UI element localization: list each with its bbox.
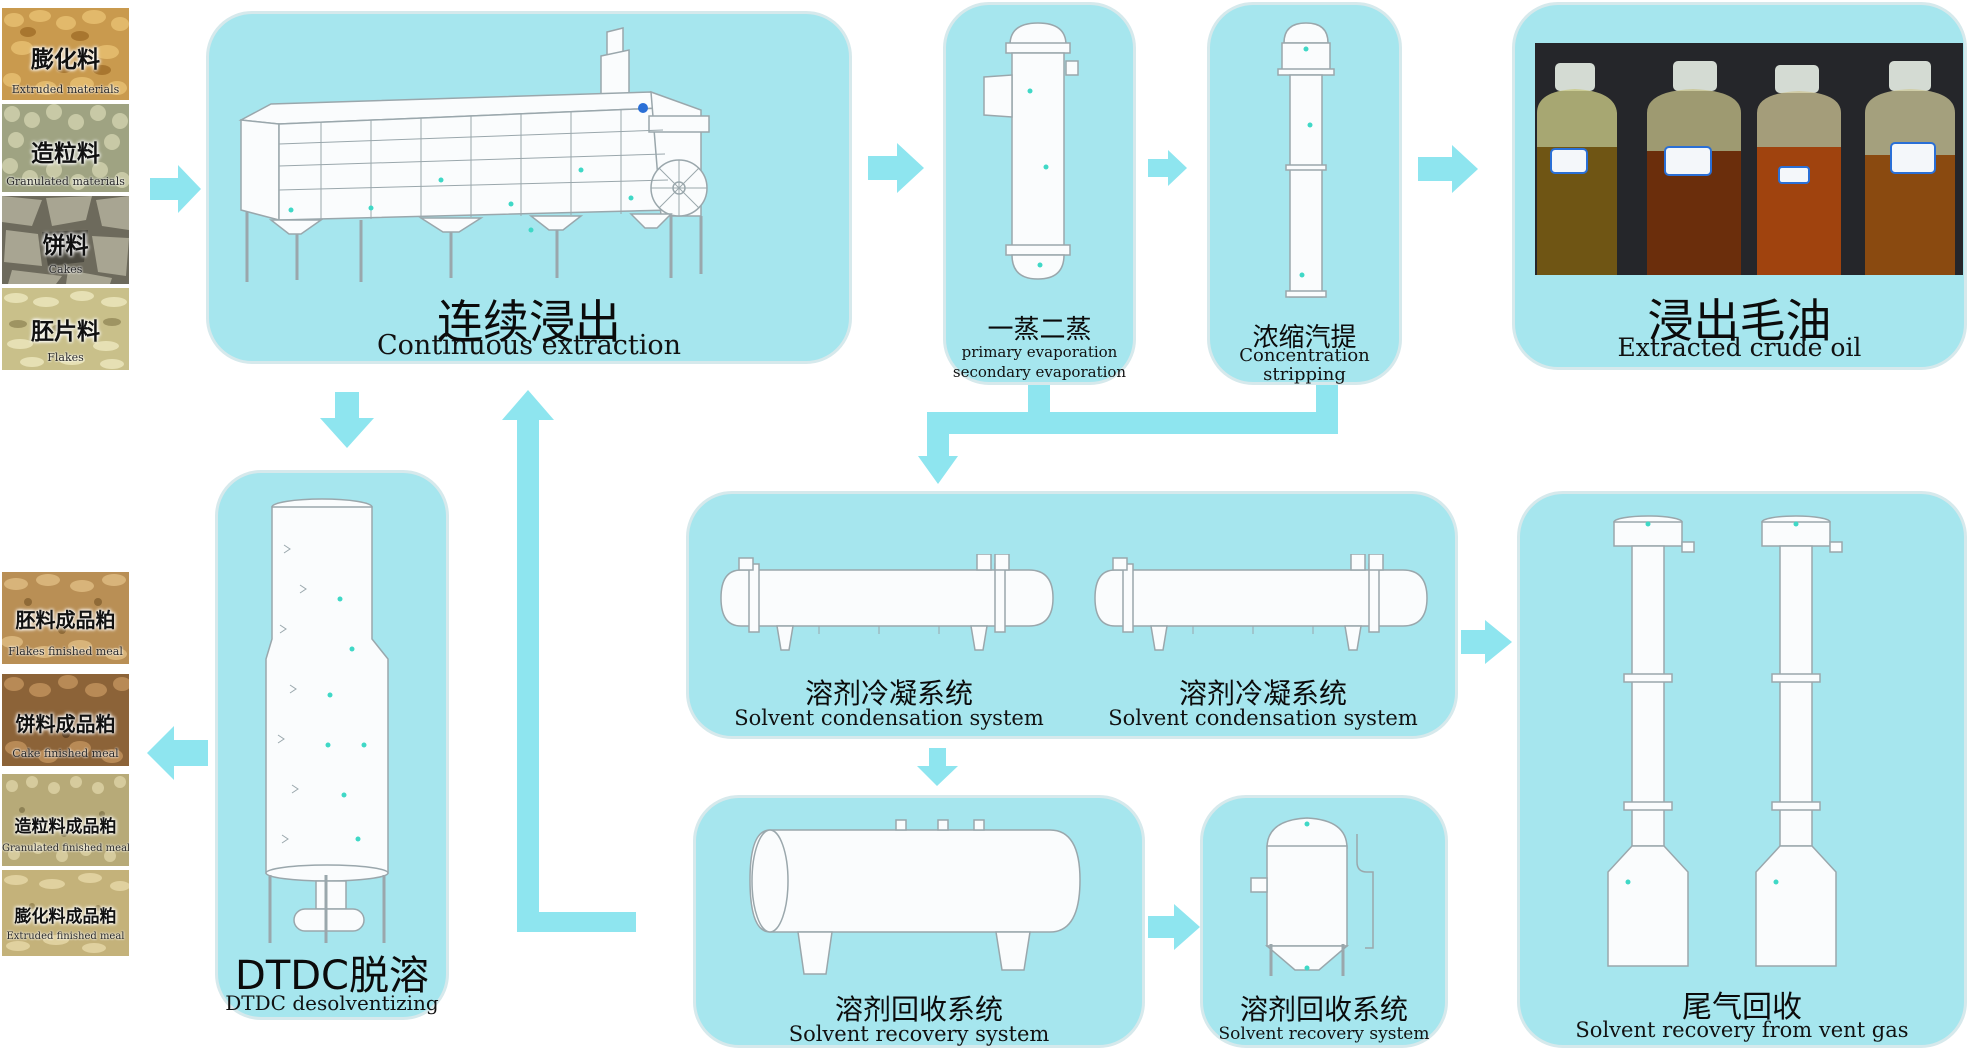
meal-product-cn: 造粒料成品粕	[14, 817, 117, 837]
vertical-vessel-icon	[1250, 817, 1374, 976]
stripping-title-en1: Concentration	[1239, 345, 1370, 366]
vent-gas-title-en: Solvent recovery from vent gas	[1575, 1018, 1909, 1042]
horizontal-tank-icon	[749, 819, 1081, 975]
stripping-title-cn: 浓缩汽提	[1252, 323, 1357, 353]
condensation-title-cn: 溶剂冷凝系统	[804, 677, 973, 710]
absorption-tower-icon	[1755, 515, 1843, 967]
stripping-title-en2: stripping	[1263, 364, 1346, 385]
recovery-tank-panel: 溶剂回收系统 Solvent recovery system	[693, 795, 1145, 1048]
extraction-title-cn: 连续浸出	[437, 295, 621, 349]
raw-material-en: Cakes	[48, 263, 83, 276]
meal-product-cn: 饼料成品粕	[15, 712, 116, 736]
extraction-panel: 连续浸出 Continuous extraction	[206, 11, 852, 364]
flakes-texture-icon	[2, 288, 129, 370]
extraction-title-en: Continuous extraction	[377, 330, 681, 361]
condensation-title-cn: 溶剂冷凝系统	[1178, 677, 1347, 710]
meal-product-tile: 饼料成品粕 Cake finished meal	[2, 674, 129, 766]
raw-material-tile: 饼料 Cakes	[2, 196, 129, 284]
absorption-tower-icon	[1607, 515, 1695, 967]
arrow-raw-to-extraction	[150, 165, 201, 213]
arrow-evaporation-to-stripping	[1148, 150, 1187, 186]
arrow-stripping-to-oil	[1418, 145, 1478, 193]
meal-product-en: Flakes finished meal	[8, 645, 123, 658]
arrow-extraction-to-dtdc	[320, 392, 374, 448]
granulated-texture-icon	[2, 104, 129, 192]
crude-oil-panel: 浸出毛油 Extracted crude oil	[1512, 2, 1967, 370]
raw-material-tile: 胚片料 Flakes	[2, 288, 129, 370]
stripping-panel: 浓缩汽提 Concentration stripping	[1207, 2, 1402, 385]
extractor-icon	[238, 27, 710, 282]
dtdc-tower-icon	[265, 498, 389, 943]
evaporation-title-en2: secondary evaporation	[952, 363, 1127, 381]
raw-material-cn: 造粒料	[31, 141, 100, 167]
extruded-texture-icon	[2, 8, 129, 100]
recovery-tank-title-cn: 溶剂回收系统	[834, 993, 1003, 1026]
recovery-vessel-title-en: Solvent recovery system	[1218, 1024, 1430, 1044]
raw-material-en: Granulated materials	[6, 175, 125, 188]
crude-oil-title-en: Extracted crude oil	[1617, 333, 1862, 362]
meal-product-cn: 膨化料成品粕	[14, 907, 117, 927]
condensation-title-en: Solvent condensation system	[1108, 706, 1418, 730]
condensation-unit-2: 溶剂冷凝系统 Solvent condensation system	[1073, 672, 1453, 732]
evaporation-panel: 一蒸二蒸 primary evaporation secondary evapo…	[943, 2, 1136, 385]
condensation-title-en: Solvent condensation system	[734, 706, 1044, 730]
granulated-meal-texture-icon	[2, 774, 129, 866]
vent-gas-title-cn: 尾气回收	[1682, 990, 1802, 1025]
recovery-vessel-title-cn: 溶剂回收系统	[1239, 993, 1408, 1026]
cake-meal-texture-icon	[2, 674, 129, 766]
vapor-line-header	[927, 412, 1338, 434]
meal-product-tile: 造粒料成品粕 Granulated finished meal	[2, 774, 129, 866]
raw-material-cn: 胚片料	[31, 319, 100, 345]
condensation-unit-1: 溶剂冷凝系统 Solvent condensation system	[699, 672, 1079, 732]
raw-material-tile: 膨化料 Extruded materials	[2, 8, 129, 100]
raw-material-en: Flakes	[47, 351, 84, 364]
evaporator-icon	[983, 22, 1079, 280]
raw-material-tile: 造粒料 Granulated materials	[2, 104, 129, 192]
raw-material-cn: 膨化料	[31, 47, 100, 73]
arrow-tank-to-vessel	[1148, 904, 1200, 950]
meal-product-en: Cake finished meal	[12, 747, 119, 760]
dtdc-title-en: DTDC desolventizing	[225, 991, 439, 1015]
dtdc-title-cn: DTDC脱溶	[235, 953, 429, 999]
meal-product-tile: 膨化料成品粕 Extruded finished meal	[2, 870, 129, 956]
vent-gas-panel: 尾气回收 Solvent recovery from vent gas	[1517, 491, 1967, 1048]
crude-oil-title-cn: 浸出毛油	[1647, 294, 1832, 348]
arrow-extraction-to-evaporation	[868, 143, 924, 193]
vapor-line-drop	[927, 412, 949, 456]
recovery-vessel-panel: 溶剂回收系统 Solvent recovery system	[1200, 795, 1448, 1048]
extruded-meal-texture-icon	[2, 870, 129, 956]
arrow-dtdc-to-meal	[147, 726, 208, 780]
meal-product-tile: 胚料成品粕 Flakes finished meal	[2, 572, 129, 664]
arrow-condensation-to-vent	[1461, 620, 1512, 664]
evaporation-title-en1: primary evaporation	[961, 343, 1118, 361]
meal-product-cn: 胚料成品粕	[15, 608, 116, 632]
arrow-recovery-to-extraction	[502, 390, 636, 932]
condenser-icon	[1094, 554, 1428, 651]
cakes-texture-icon	[2, 196, 129, 284]
arrow-vapors-to-condensation	[918, 456, 958, 484]
recovery-tank-title-en: Solvent recovery system	[788, 1022, 1050, 1046]
meal-product-en: Granulated finished meal	[2, 843, 129, 854]
condensation-panel: 溶剂冷凝系统 Solvent condensation system 溶剂冷凝系…	[686, 491, 1458, 739]
dtdc-panel: DTDC脱溶 DTDC desolventizing	[215, 470, 449, 1020]
stripping-column-icon	[1277, 22, 1335, 298]
condenser-icon	[720, 554, 1054, 651]
flake-meal-texture-icon	[2, 572, 129, 664]
raw-material-en: Extruded materials	[11, 83, 120, 96]
evaporation-title-cn: 一蒸二蒸	[987, 315, 1092, 345]
raw-material-cn: 饼料	[42, 233, 89, 259]
arrow-condensation-to-recovery	[917, 748, 958, 786]
oil-jars-photo	[1535, 43, 1963, 275]
meal-product-en: Extruded finished meal	[6, 931, 125, 942]
